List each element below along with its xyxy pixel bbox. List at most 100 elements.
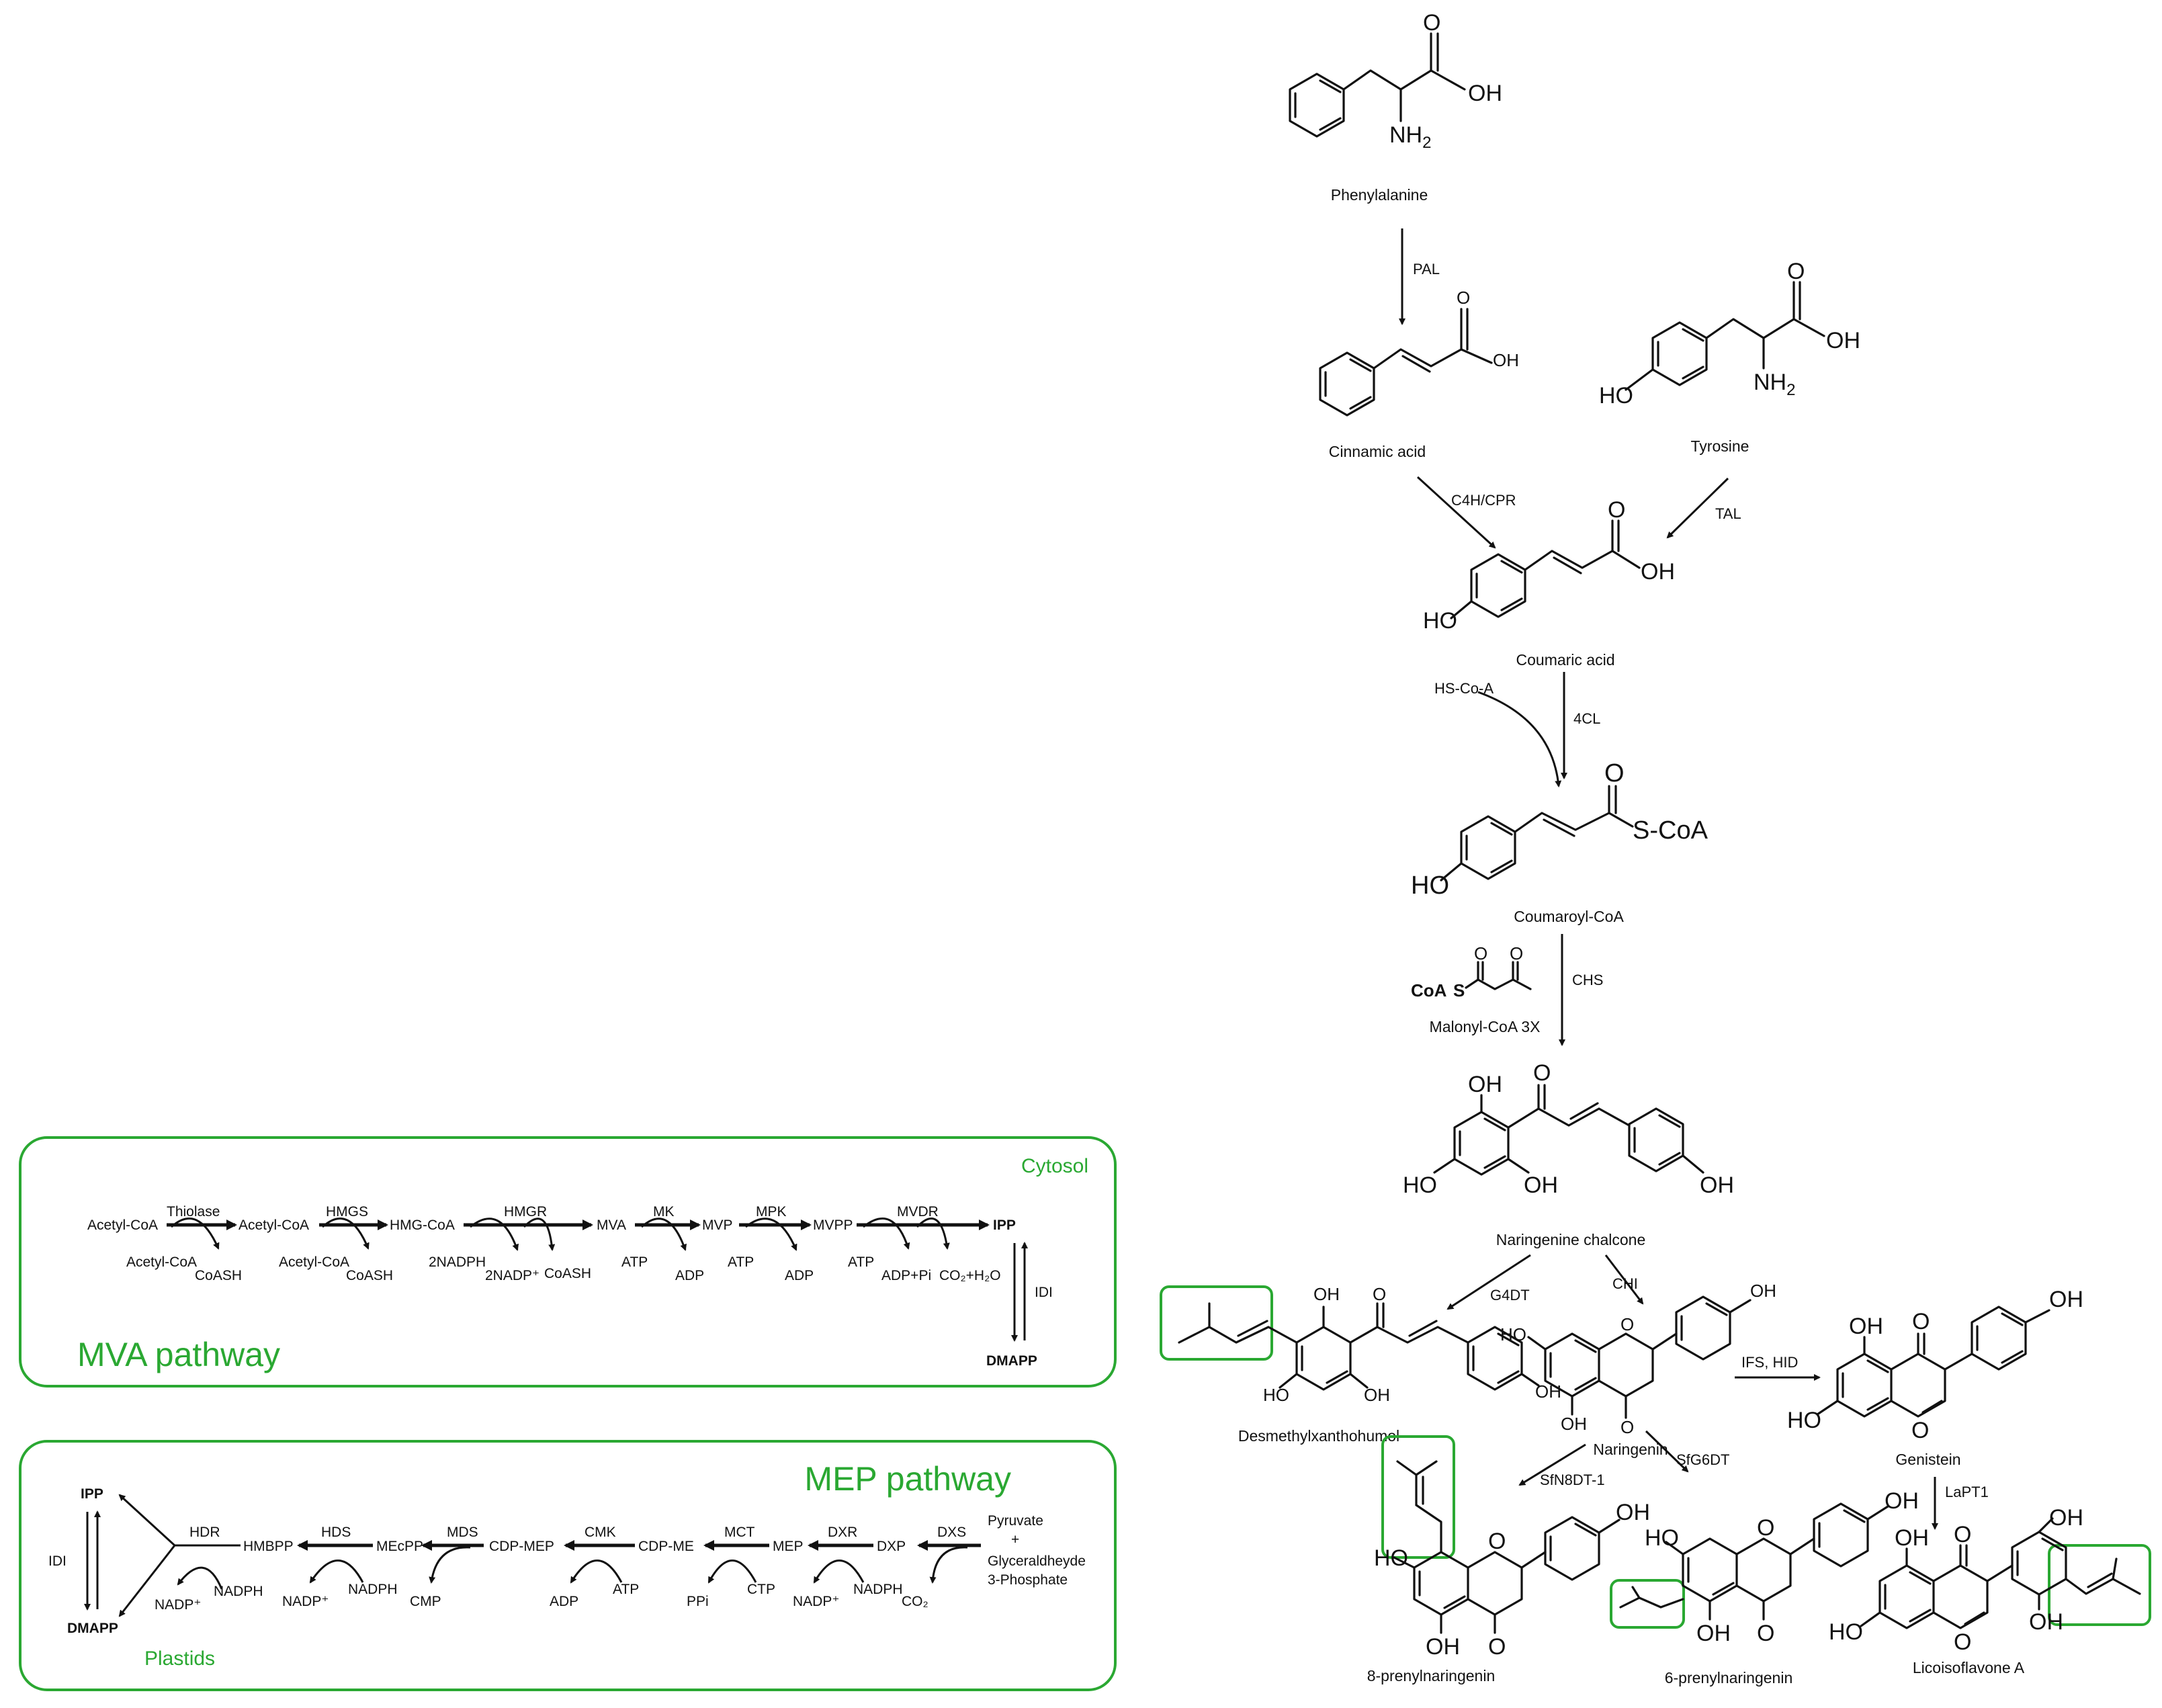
nar-oh-r: OH (1750, 1281, 1776, 1301)
mvdr-co2-h2o: CO₂+H₂O (939, 1268, 1001, 1283)
lico-oh-top: OH (1895, 1525, 1929, 1551)
gen-oh-top: OH (1849, 1314, 1883, 1339)
6-prenylnaringenin-structure: O HO OH O OH (1619, 1488, 1919, 1646)
8pn-oh-b: OH (1426, 1634, 1460, 1660)
phenylalanine-label: Phenylalanine (1331, 186, 1428, 204)
nc-oh-b: OH (1524, 1172, 1558, 1198)
dmx-oh-top: OH (1313, 1284, 1340, 1304)
mvdr-atp: ATP (848, 1254, 874, 1270)
8pn-oh-r: OH (1616, 1500, 1650, 1525)
licoisoflavone-a-structure: OH O O HO OH OH (1829, 1505, 2141, 1655)
naringenine-chalcone-label: Naringenine chalcone (1496, 1231, 1646, 1248)
mpk-atp: ATP (728, 1254, 754, 1270)
mva-acetyl-coa-2: Acetyl-CoA (239, 1218, 309, 1233)
dmx-oh-b: OH (1364, 1385, 1390, 1405)
naringenin-label: Naringenin (1593, 1441, 1668, 1458)
mep-hmbpp: HMBPP (243, 1539, 294, 1554)
hmgr-2nadph: 2NADPH (429, 1254, 486, 1270)
hmgr-side-arrow-2 (523, 1218, 556, 1251)
malonyl-coa-structure: CoA S O O (1411, 943, 1532, 1000)
hdr-ipp-arrow (118, 1494, 176, 1547)
malonyl-coa-label: Malonyl-CoA 3X (1430, 1018, 1541, 1035)
hmgs-coash: CoASH (346, 1268, 393, 1283)
mep-cdp-mep: CDP-MEP (489, 1539, 554, 1554)
chs-label: CHS (1572, 972, 1603, 988)
mep-ipp: IPP (81, 1486, 103, 1502)
nar-keto-o: O (1620, 1417, 1634, 1437)
mep-g3p-line2: 3-Phosphate (988, 1572, 1068, 1588)
6pn-prenyl-highlight (1610, 1579, 1685, 1629)
cinnamic-acid-label: Cinnamic acid (1329, 443, 1426, 460)
cou-ho: HO (1423, 608, 1457, 634)
nar-ho: HO (1500, 1324, 1526, 1344)
dxr-nadp: NADP⁺ (793, 1594, 839, 1609)
dxs-label: DXS (937, 1525, 966, 1540)
6pn-ho: HO (1645, 1525, 1679, 1551)
g4dt-arrow (1446, 1254, 1531, 1310)
mct-side-arrow (707, 1560, 757, 1584)
mep-cdp-me: CDP-ME (638, 1539, 694, 1554)
mpk-label: MPK (756, 1204, 787, 1220)
mk-side-arrow (640, 1218, 687, 1251)
mep-dxp: DXP (877, 1539, 906, 1554)
naringenin-structure: O HO OH O OH (1500, 1281, 1776, 1437)
g4dt-label: G4DT (1490, 1287, 1530, 1304)
c4h-arrow (1416, 476, 1496, 549)
coumaric-acid-label: Coumaric acid (1516, 651, 1615, 669)
hds-nadp: NADP⁺ (282, 1594, 329, 1609)
hmgr-side-arrow-1 (470, 1218, 519, 1251)
licoisoflavone-a-label: Licoisoflavone A (1913, 1659, 2025, 1676)
6pn-ring-o: O (1757, 1515, 1774, 1541)
8-prenylnaringenin-structure: O HO OH O OH (1374, 1460, 1650, 1660)
sfn8dt-arrow (1518, 1443, 1586, 1486)
mep-mep: MEP (773, 1539, 804, 1554)
mva-mva: MVA (597, 1218, 626, 1233)
hs-coa-curve (1477, 691, 1562, 787)
dxr-label: DXR (828, 1525, 857, 1540)
cmk-label: CMK (585, 1525, 616, 1540)
6pn-oh-b: OH (1696, 1621, 1731, 1646)
thiolase-label: Thiolase (167, 1204, 220, 1220)
cin-oh: OH (1493, 350, 1519, 370)
mal-s: S (1453, 980, 1465, 1000)
mep-g3p-line1: Glyceraldheyde (988, 1553, 1086, 1569)
dmx-oh-r: OH (1535, 1381, 1561, 1402)
mva-mvpp: MVPP (813, 1218, 853, 1233)
hdr-nadp: NADP⁺ (155, 1597, 201, 1613)
mds-label: MDS (447, 1525, 478, 1540)
dxs-co2: CO₂ (902, 1594, 928, 1609)
mct-ctp: CTP (747, 1582, 775, 1597)
lico-prenyl-highlight (2048, 1544, 2151, 1626)
cou-o: O (1608, 497, 1625, 523)
thiolase-side-arrow (170, 1218, 220, 1250)
dmx-prenyl-highlight (1160, 1285, 1273, 1361)
hmgr-label: HMGR (504, 1204, 547, 1220)
genistein-structure: OH O O HO OH (1787, 1287, 2083, 1443)
mds-cmp: CMP (410, 1594, 441, 1609)
hs-coa-label: HS-Co-A (1434, 680, 1494, 697)
6-prenylnaringenin-label: 6-prenylnaringenin (1665, 1669, 1793, 1686)
mva-acetyl-coa-side: Acetyl-CoA (126, 1254, 197, 1270)
desmethylxanthohumol-label: Desmethylxanthohumol (1238, 1427, 1399, 1445)
cmk-adp: ADP (550, 1594, 578, 1609)
hdr-label: HDR (189, 1525, 220, 1540)
mep-plus: + (1011, 1532, 1019, 1547)
hmgr-2nadp: 2NADP⁺ (485, 1268, 539, 1283)
nc-oh-r: OH (1700, 1172, 1734, 1198)
cmk-side-arrow (570, 1560, 623, 1584)
phe-oh: OH (1468, 81, 1502, 106)
pal-enzyme-label: PAL (1413, 261, 1440, 277)
8pn-keto-o: O (1488, 1634, 1506, 1660)
dxs-side-arrow (929, 1546, 968, 1584)
plastids-label: Plastids (144, 1648, 215, 1670)
hmgs-label: HMGS (326, 1204, 368, 1220)
dxr-side-arrow (813, 1560, 865, 1584)
chi-arrow (1604, 1254, 1644, 1305)
dmx-o: O (1373, 1284, 1386, 1304)
mep-mecpp: MEcPP (376, 1539, 423, 1554)
mpk-adp: ADP (785, 1268, 814, 1283)
mva-title: MVA pathway (77, 1336, 280, 1373)
mal-coa: CoA (1411, 980, 1447, 1000)
8pn-prenyl-highlight (1381, 1435, 1455, 1559)
mvdr-label: MVDR (897, 1204, 939, 1220)
